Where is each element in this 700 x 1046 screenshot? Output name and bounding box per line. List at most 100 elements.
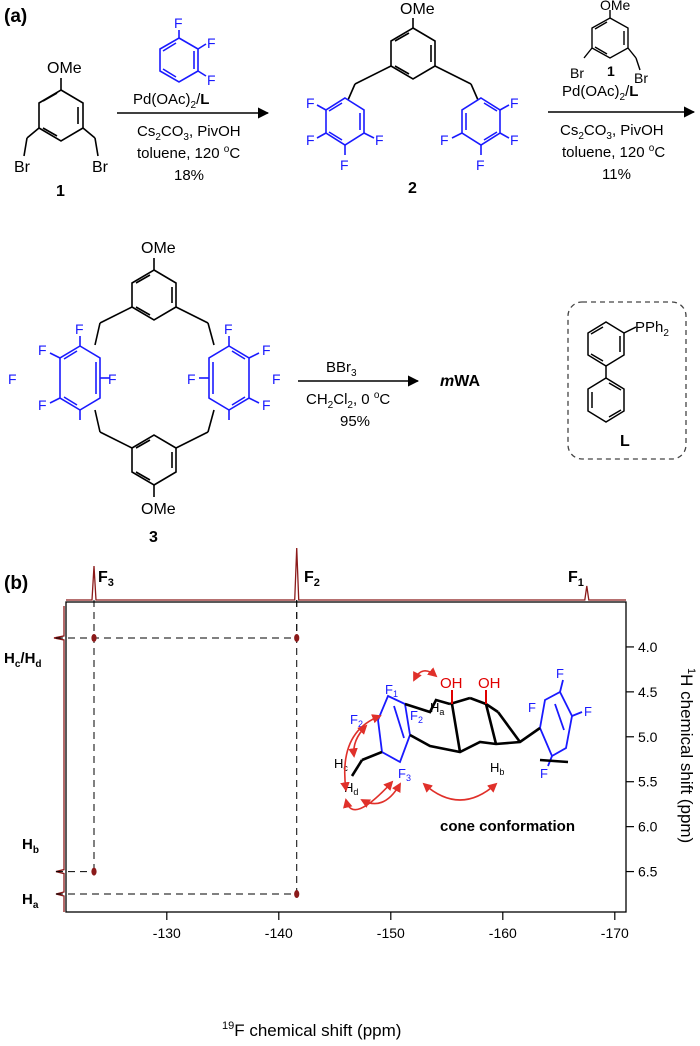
- x-tick-label: -170: [601, 925, 629, 941]
- fluorine-atom: F: [224, 321, 233, 337]
- reagent-1-ome: OMe: [600, 0, 631, 13]
- step2-solvent: toluene, 120 oC: [562, 143, 665, 161]
- fluorine-atom: F: [38, 397, 47, 413]
- h-projection-trace: [53, 606, 65, 912]
- step2-catalyst: Pd(OAc)2/L: [562, 83, 638, 103]
- compound-2-fluoroaryl: [316, 97, 510, 155]
- f1-inset-label: F1: [385, 682, 398, 699]
- compound-1-ome: OMe: [47, 60, 82, 77]
- step1-catalyst: Pd(OAc)2/L: [133, 91, 209, 111]
- oh-label: OH: [440, 675, 463, 692]
- compound-2: [347, 18, 479, 101]
- reagent-1-br-right: Br: [634, 70, 648, 86]
- hb-peak-label: Hb: [22, 836, 39, 856]
- x-tick-label: -160: [489, 925, 517, 941]
- step3-solvent: CH2Cl2, 0 oC: [306, 390, 390, 411]
- x-tick-label: -130: [153, 925, 181, 941]
- x-axis-title: 19F chemical shift (ppm): [222, 1020, 401, 1040]
- compound-3-number: 3: [149, 529, 158, 546]
- plot-frame: [65, 601, 627, 913]
- compound-2-number: 2: [408, 180, 417, 197]
- step2-reagent-number: 1: [607, 63, 615, 79]
- compound-3-fluoroaryl: [49, 336, 260, 420]
- cross-peak: [294, 890, 300, 899]
- y-tick-label: 6.0: [638, 819, 658, 835]
- fluorine-atom: F: [375, 132, 384, 148]
- step1-base: Cs2CO3, PivOH: [137, 123, 241, 143]
- compound-2-ome: OMe: [400, 1, 435, 18]
- ligand-label: L: [620, 433, 630, 450]
- reagent-1-structure: [583, 10, 641, 71]
- ha-peak-label: Ha: [22, 891, 39, 911]
- fluorine-atom: F: [262, 342, 271, 358]
- fluorine-atom: F: [207, 35, 216, 51]
- y-axis-title: 1H chemical shift (ppm): [677, 668, 697, 843]
- hc-hd-peak-label: Hc/Hd: [4, 650, 42, 670]
- f2-inset-label: F2: [350, 712, 363, 729]
- f2-inset-label: F2: [410, 708, 423, 725]
- x-axis-ticks: -130 -140 -150 -160 -170: [153, 912, 629, 941]
- hb-inset-label: Hb: [490, 760, 504, 777]
- step2-base: Cs2CO3, PivOH: [560, 122, 664, 142]
- fluorine-atom: F: [38, 342, 47, 358]
- f3-inset-label: F3: [398, 766, 411, 783]
- compound-1-number: 1: [56, 183, 65, 200]
- y-tick-label: 5.0: [638, 729, 658, 745]
- f3-peak-label: F3: [98, 569, 114, 589]
- step3-yield: 95%: [340, 413, 370, 430]
- panel-a-label: (a): [4, 6, 27, 27]
- ha-inset-label: Ha: [430, 700, 444, 717]
- cross-peak: [91, 867, 97, 876]
- fluorine-atom: F: [510, 132, 519, 148]
- step2-yield: 11%: [602, 166, 631, 183]
- fluorine-atom: F: [306, 132, 315, 148]
- inset-caption: cone conformation: [440, 818, 575, 835]
- cross-peak: [91, 633, 97, 642]
- fluorine-atom: F: [540, 766, 548, 781]
- step3-reagent: BBr3: [326, 359, 357, 379]
- fluorine-atom: F: [262, 397, 271, 413]
- fluorine-atom: F: [108, 371, 117, 387]
- panel-a: (a) OMe Br Br 1 F F F: [4, 0, 696, 546]
- f1-peak-label: F1: [568, 569, 584, 589]
- fluorine-atom: F: [306, 95, 315, 111]
- cross-peak: [294, 633, 300, 642]
- oh-label: OH: [478, 675, 501, 692]
- fluorine-atom: F: [75, 321, 84, 337]
- y-tick-label: 6.5: [638, 864, 658, 880]
- fluorine-atom: F: [476, 157, 485, 173]
- y-tick-label: 4.0: [638, 639, 658, 655]
- compound-3: [94, 258, 215, 497]
- compound-1-br-left: Br: [14, 159, 31, 176]
- fluorine-atom: F: [187, 371, 196, 387]
- compound-1-br-right: Br: [92, 159, 109, 176]
- correlation-guides: [56, 600, 298, 895]
- f2-peak-label: F2: [304, 569, 320, 589]
- cone-conformation-inset: OH OH Ha Hb Hc Hd F1 F2 F2 F3 F F F F co…: [334, 666, 592, 835]
- y-tick-label: 4.5: [638, 684, 658, 700]
- panel-b: (b) -130 -140 -150 -160 -170 4.0 4.5 5.0 5.5 6.0…: [4, 547, 697, 1040]
- fluorine-atom: F: [440, 132, 449, 148]
- reagent-1-br-left: Br: [570, 65, 584, 81]
- ligand-pph2: PPh2: [635, 319, 669, 339]
- y-tick-label: 5.5: [638, 774, 658, 790]
- product-mwa: mWA: [440, 373, 480, 390]
- step1-solvent: toluene, 120 oC: [137, 144, 240, 162]
- f-projection-trace: [66, 547, 626, 601]
- compound-3-ome-top: OMe: [141, 240, 176, 257]
- fluorine-atom: F: [174, 15, 183, 31]
- fluorine-atom: F: [556, 666, 564, 681]
- x-tick-label: -150: [377, 925, 405, 941]
- x-tick-label: -140: [265, 925, 293, 941]
- fluorine-atom: F: [8, 371, 17, 387]
- fluorine-atom: F: [510, 95, 519, 111]
- fluorine-atom: F: [272, 371, 281, 387]
- fluorine-atom: F: [340, 157, 349, 173]
- ligand-structure: [587, 321, 637, 423]
- panel-b-label: (b): [4, 573, 28, 594]
- trifluorobenzene: [159, 30, 207, 83]
- fluorine-atom: F: [528, 700, 536, 715]
- ligand-box: [567, 301, 687, 460]
- cross-peaks: [91, 633, 300, 899]
